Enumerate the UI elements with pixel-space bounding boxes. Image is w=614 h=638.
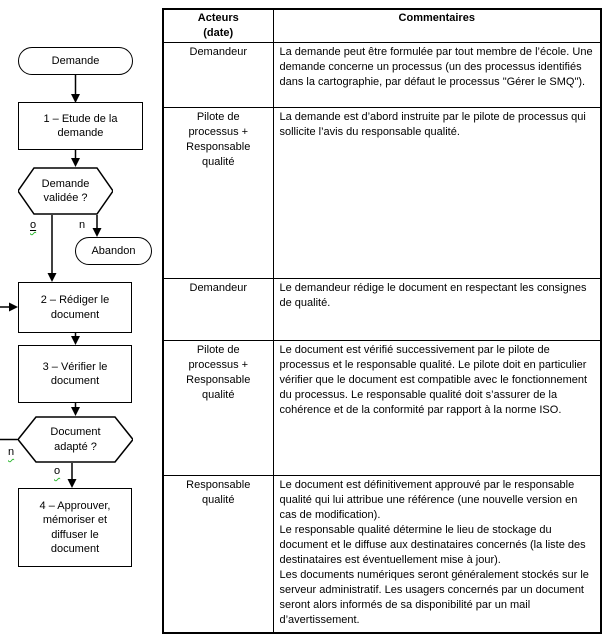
- comment-cell: La demande peut être formulée par tout m…: [272, 42, 602, 108]
- flow-node-label: 4 – Approuver, mémoriser et diffuser le …: [39, 499, 111, 556]
- flow-node-approuver: 4 – Approuver, mémoriser et diffuser le …: [18, 488, 132, 567]
- comment-cell: Le demandeur rédige le document en respe…: [272, 278, 602, 341]
- comment-cell: Le document est vérifié successivement p…: [272, 340, 602, 476]
- flow-node-document-adapte: Document adapté ?: [18, 416, 133, 463]
- table-row: Demandeur La demande peut être formulée …: [162, 42, 602, 108]
- branch-label-non: n: [8, 446, 15, 458]
- flow-node-label: 1 – Etude de la demande: [43, 112, 118, 140]
- table-row: Demandeur Le demandeur rédige le documen…: [162, 278, 602, 341]
- hexagon-shape: [18, 167, 113, 215]
- flow-node-abandon: Abandon: [75, 237, 152, 265]
- table-header-row: Acteurs (date) Commentaires: [162, 8, 602, 43]
- col-header-commentaires: Commentaires: [272, 8, 602, 43]
- branch-label-non: n: [79, 219, 86, 231]
- actor-cell: Pilote de processus + Responsable qualit…: [162, 107, 274, 279]
- flow-node-demande-validee: Demande validée ?: [18, 167, 113, 215]
- flow-node-label: Demande: [51, 54, 100, 67]
- flow-node-label: 2 – Rédiger le document: [40, 294, 110, 321]
- branch-label-oui: o: [30, 219, 37, 231]
- actor-cell: Responsable qualité: [162, 475, 274, 634]
- table-row: Responsable qualité Le document est défi…: [162, 475, 602, 634]
- flow-node-demande: Demande: [18, 47, 133, 75]
- actor-cell: Pilote de processus + Responsable qualit…: [162, 340, 274, 476]
- actor-cell: Demandeur: [162, 42, 274, 108]
- comment-cell: La demande est d’abord instruite par le …: [272, 107, 602, 279]
- col-header-acteurs: Acteurs (date): [162, 8, 274, 43]
- table-row: Pilote de processus + Responsable qualit…: [162, 107, 602, 279]
- flow-node-rediger: 2 – Rédiger le document: [18, 282, 132, 333]
- flow-node-label: Abandon: [91, 244, 136, 257]
- hexagon-shape: [18, 416, 133, 463]
- comment-cell: Le document est définitivement approuvé …: [272, 475, 602, 634]
- actor-cell: Demandeur: [162, 278, 274, 341]
- table-row: Pilote de processus + Responsable qualit…: [162, 340, 602, 476]
- flow-node-label: Demande validée ?: [41, 177, 90, 205]
- flow-node-verifier: 3 – Vérifier le document: [18, 345, 132, 403]
- process-table: Acteurs (date) Commentaires Demandeur La…: [162, 8, 602, 634]
- flow-node-etude: 1 – Etude de la demande: [18, 102, 143, 150]
- branch-label-oui: o: [54, 465, 61, 477]
- flow-node-label: 3 – Vérifier le document: [42, 360, 108, 388]
- flow-node-label: Document adapté ?: [50, 426, 101, 453]
